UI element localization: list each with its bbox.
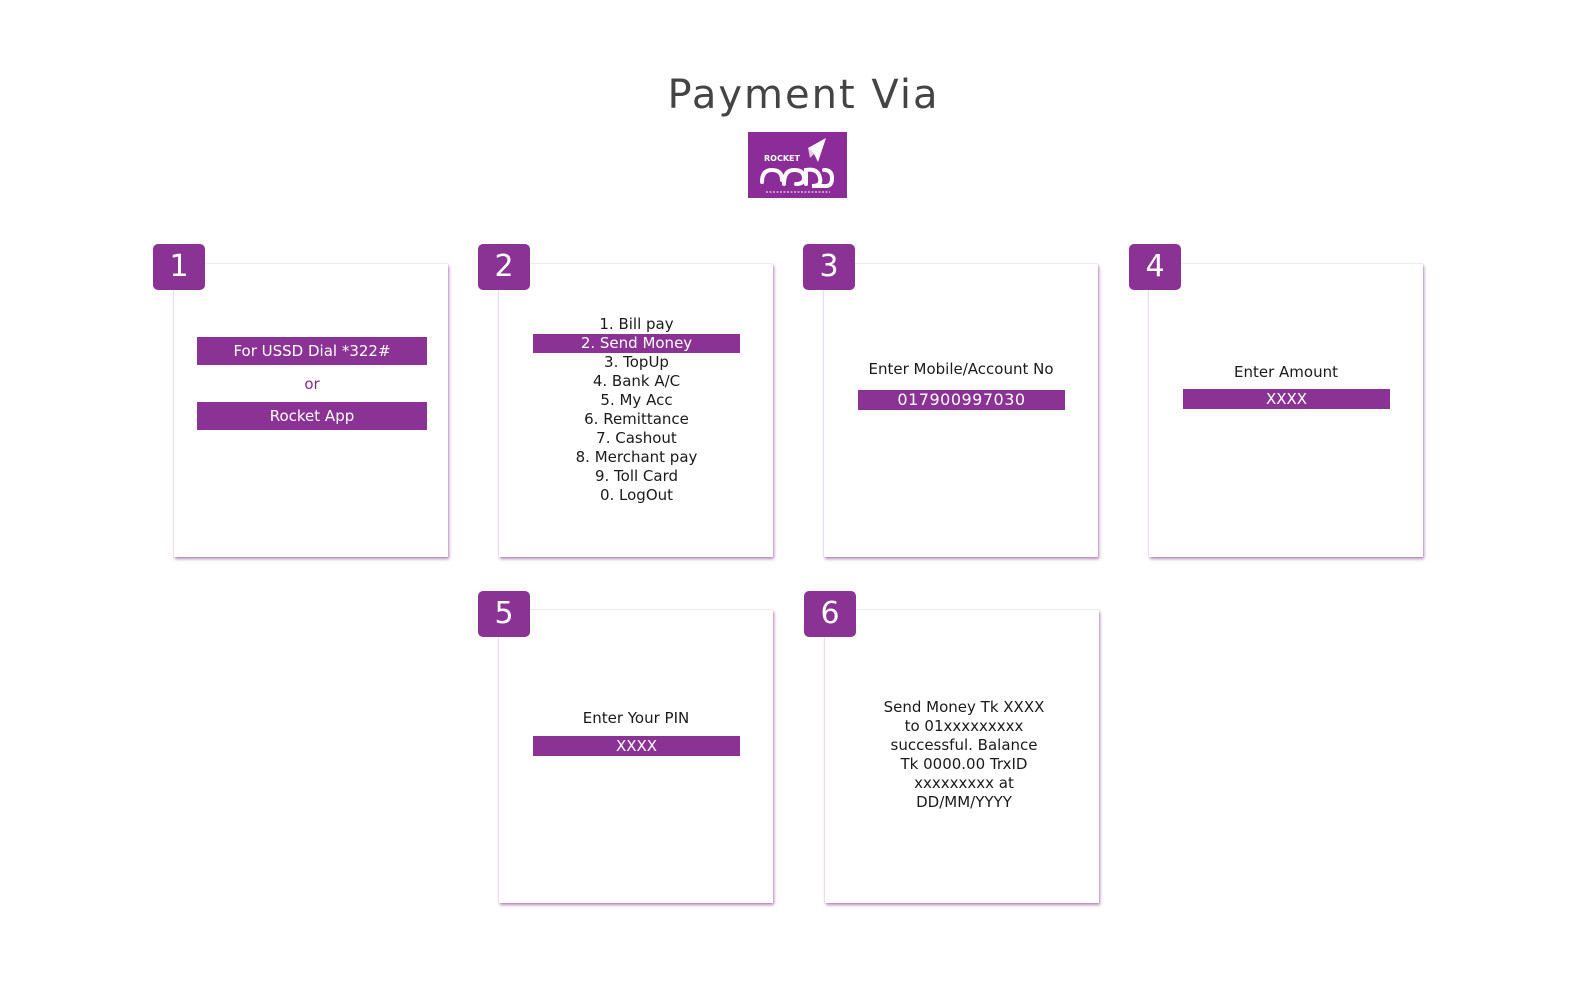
step-6-badge: 6 <box>804 591 856 637</box>
or-label: or <box>304 375 320 393</box>
step-6-card <box>825 610 1099 903</box>
menu-item-merchant-pay[interactable]: 8. Merchant pay <box>575 448 698 466</box>
mobile-account-prompt: Enter Mobile/Account No <box>868 360 1054 378</box>
ussd-dial-button[interactable]: For USSD Dial *322# <box>197 337 427 365</box>
menu-item-my-acc[interactable]: 5. My Acc <box>600 391 673 409</box>
step-4-card <box>1149 264 1423 557</box>
menu-item-toll-card[interactable]: 9. Toll Card <box>594 467 679 485</box>
page-title: Payment Via <box>667 72 940 118</box>
confirmation-message: Send Money Tk XXXX to 01xxxxxxxxx succes… <box>883 698 1045 811</box>
pin-prompt: Enter Your PIN <box>582 709 690 727</box>
rocket-logo: ROCKET <box>748 132 847 198</box>
pin-field[interactable]: XXXX <box>533 736 740 756</box>
step-2-badge: 2 <box>478 244 530 290</box>
rocket-logo-graphic: ROCKET <box>760 138 835 193</box>
menu-item-remittance[interactable]: 6. Remittance <box>584 410 689 428</box>
step-5-badge: 5 <box>478 591 530 637</box>
menu-item-bill-pay[interactable]: 1. Bill pay <box>599 315 674 333</box>
step-1-badge: 1 <box>153 244 205 290</box>
menu-item-logout[interactable]: 0. LogOut <box>599 486 674 504</box>
step-4-badge: 4 <box>1129 244 1181 290</box>
menu-item-cashout[interactable]: 7. Cashout <box>596 429 677 447</box>
step-3-badge: 3 <box>803 244 855 290</box>
amount-field[interactable]: XXXX <box>1183 389 1390 409</box>
amount-prompt: Enter Amount <box>1234 363 1338 381</box>
logo-label: ROCKET <box>764 154 800 163</box>
menu-item-bank-ac[interactable]: 4. Bank A/C <box>592 372 681 390</box>
menu-item-send-money[interactable]: 2. Send Money <box>533 334 740 353</box>
step-3-card <box>824 264 1098 557</box>
step-5-card <box>499 610 773 903</box>
step-2-card <box>499 264 773 557</box>
rocket-app-button[interactable]: Rocket App <box>197 402 427 430</box>
mobile-account-field[interactable]: 017900997030 <box>858 390 1065 410</box>
menu-item-topup[interactable]: 3. TopUp <box>604 353 669 371</box>
ussd-menu-list: 1. Bill pay 2. Send Money 3. TopUp 4. Ba… <box>533 315 740 505</box>
